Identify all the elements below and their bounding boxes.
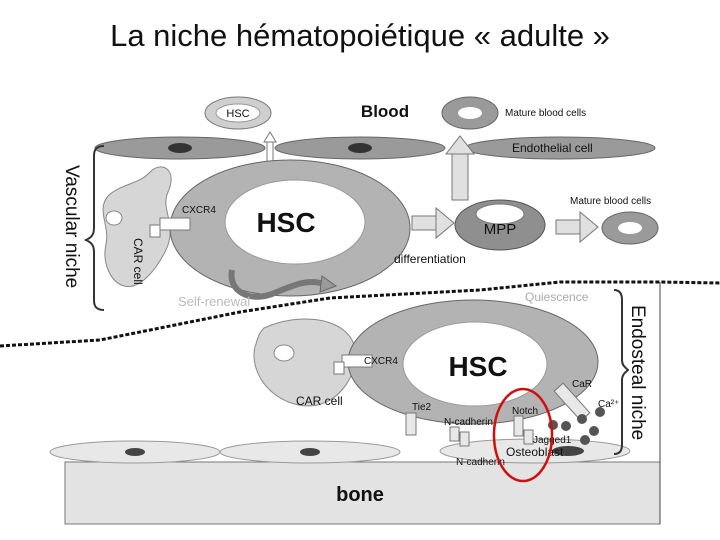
- osteoblast-label: Osteoblast: [506, 445, 564, 459]
- car-cell-bottom-label: CAR cell: [296, 394, 343, 408]
- calcium-ion: [589, 426, 599, 436]
- cxcr4-top-label: CXCR4: [182, 205, 216, 216]
- self-renewal-arrow: [228, 269, 326, 300]
- up-arrow-shaft: [451, 151, 469, 201]
- mature-blood-cell-right-core: [618, 222, 642, 234]
- up-arrow-head: [444, 135, 476, 155]
- ca2-label: Ca²⁺: [598, 399, 619, 410]
- endothelial-cell-label: Endothelial cell: [512, 141, 593, 155]
- cxcr4-bottom-label: CXCR4: [364, 356, 398, 367]
- n-cadherin-2-label: N-cadherin: [456, 457, 505, 468]
- endothelial-cell-2-nucleus: [348, 143, 372, 153]
- blood-label: Blood: [361, 102, 409, 121]
- vascular-niche-bracket: [83, 145, 105, 311]
- small-hsc-core: [215, 103, 261, 123]
- lining-cell-2-nucleus: [300, 448, 320, 456]
- bone-label: bone: [336, 484, 384, 506]
- car-cell-top-nucleus: [105, 210, 123, 226]
- osteoblast-nucleus: [552, 446, 584, 456]
- car-receptor-label: CaR: [572, 379, 592, 390]
- mature-blood-cells-top-label: Mature blood cells: [505, 108, 586, 119]
- hsc-bottom-label: HSC: [448, 351, 507, 382]
- endosteal-niche-bracket: [613, 289, 630, 455]
- n-cadherin-label: N-cadherin: [444, 417, 493, 428]
- mature-arrow-shaft: [555, 219, 583, 235]
- vascular-niche-label: Vascular niche: [61, 165, 82, 288]
- calcium-ion: [577, 414, 587, 424]
- highlight-circle: [492, 387, 554, 483]
- notch-receptor: [513, 415, 524, 437]
- small-hsc-label: HSC: [226, 108, 249, 120]
- lining-cell-1-nucleus: [125, 448, 145, 456]
- endothelial-cell-1-nucleus: [168, 143, 192, 153]
- endosteal-niche-label: Endosteal niche: [627, 305, 648, 440]
- mature-blood-cells-right-label: Mature blood cells: [570, 196, 651, 207]
- self-renewal-label: Self-renewal: [178, 294, 250, 309]
- tie2-label: Tie2: [412, 402, 432, 413]
- cxcr4-ligand-bottom: [333, 361, 345, 375]
- car-cell-bottom: [253, 318, 357, 407]
- car-cell-top: [102, 166, 172, 287]
- diff-arrow-shaft: [411, 215, 439, 231]
- niche-boundary-line: [0, 280, 720, 348]
- quiescence-label: Quiescence: [525, 290, 589, 304]
- cxcr4-receptor-bottom: [341, 354, 373, 368]
- calcium-ion: [561, 421, 571, 431]
- calcium-ion: [595, 407, 605, 417]
- n-cadherin-receptor: [449, 426, 460, 442]
- small-up-arrow-head: [263, 131, 277, 143]
- slide-title: La niche hématopoiétique « adulte »: [110, 18, 610, 53]
- calcium-ion: [548, 420, 558, 430]
- notch-label: Notch: [512, 406, 538, 417]
- mature-arrow-head: [579, 210, 599, 244]
- car-cell-top-label: CAR cell: [131, 238, 145, 285]
- small-up-arrow-shaft: [266, 139, 274, 163]
- cxcr4-receptor-top: [159, 217, 191, 231]
- jagged1-ligand: [523, 429, 534, 445]
- differentiation-label: differentiation: [394, 252, 466, 266]
- mpp-label: MPP: [484, 221, 517, 238]
- mpp-core: [475, 203, 525, 225]
- self-renewal-arrow-head: [319, 275, 338, 293]
- diff-arrow-head: [435, 206, 455, 240]
- bone-layer: [64, 461, 661, 525]
- mature-blood-cell-top-core: [458, 107, 482, 119]
- osteoblast-cell: [439, 438, 631, 464]
- hsc-top-label: HSC: [256, 207, 315, 238]
- cxcr4-ligand-top: [149, 224, 161, 238]
- calcium-ion: [580, 435, 590, 445]
- hsc-bottom-core: [402, 321, 548, 407]
- n-cadherin-receptor-2: [459, 431, 470, 447]
- tie2-receptor: [405, 412, 417, 436]
- hsc-top-core: [224, 179, 366, 265]
- car-cell-bottom-nucleus: [273, 344, 295, 362]
